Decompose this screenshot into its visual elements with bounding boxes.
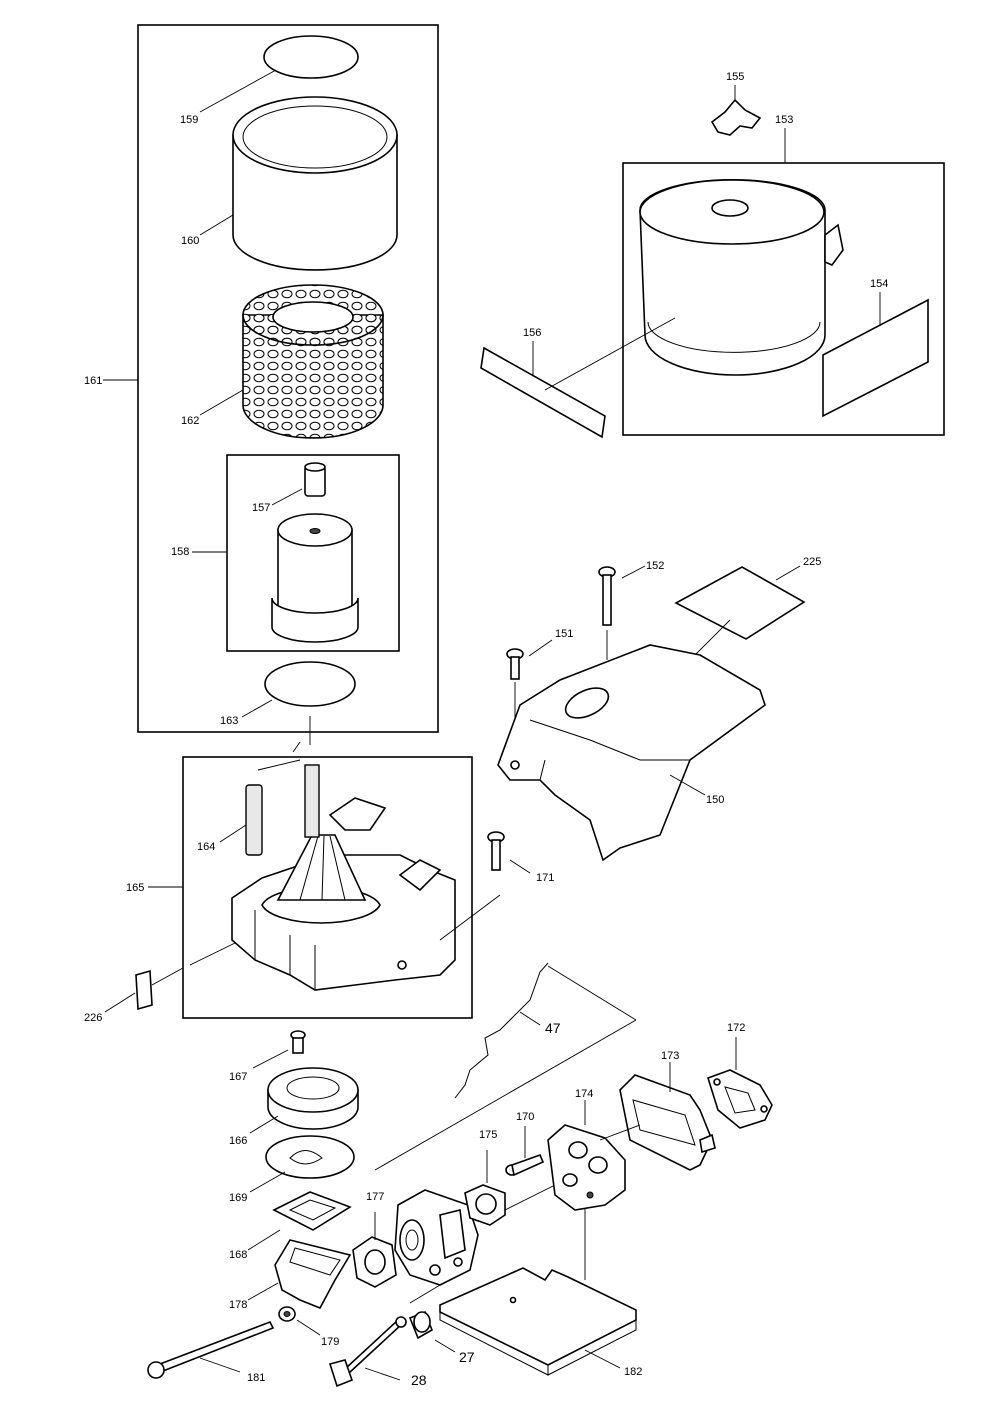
label-166: 166 <box>229 1135 247 1147</box>
label-170: 170 <box>516 1111 534 1123</box>
part-169-plate <box>249 1135 355 1193</box>
filter-assembly-box <box>137 24 439 733</box>
label-163: 163 <box>220 715 238 727</box>
part-167-screw <box>252 1030 306 1069</box>
part-170-screw <box>505 1126 545 1177</box>
part-162-mesh-filter <box>199 284 384 439</box>
label-159: 159 <box>180 114 198 126</box>
part-163-gasket <box>241 661 356 718</box>
part-154-label <box>822 292 929 418</box>
part-178-body <box>247 1239 352 1310</box>
label-165: 165 <box>126 882 144 894</box>
filter-base-box <box>182 756 473 1019</box>
label-182: 182 <box>624 1366 642 1378</box>
label-174: 174 <box>575 1088 593 1100</box>
part-226-label <box>104 967 184 1013</box>
part-47-rod <box>374 962 637 1171</box>
label-177: 177 <box>366 1191 384 1203</box>
label-162: 162 <box>181 415 199 427</box>
label-157: 157 <box>252 502 270 514</box>
label-150: 150 <box>706 794 724 806</box>
label-152: 152 <box>646 560 664 572</box>
label-160: 160 <box>181 235 199 247</box>
label-151: 151 <box>555 628 573 640</box>
label-171: 171 <box>536 872 554 884</box>
label-161: 161 <box>84 375 102 387</box>
part-168-gasket <box>247 1191 352 1251</box>
label-167: 167 <box>229 1071 247 1083</box>
label-179: 179 <box>321 1336 339 1348</box>
label-154: 154 <box>870 278 888 290</box>
part-172-gasket <box>707 1037 773 1129</box>
part-28-rod <box>328 1284 441 1388</box>
carburetor <box>394 1189 479 1286</box>
label-168: 168 <box>229 1249 247 1261</box>
label-47: 47 <box>545 1020 561 1036</box>
part-158-prefilter <box>192 513 359 643</box>
label-226: 226 <box>84 1012 102 1024</box>
label-155: 155 <box>726 71 744 83</box>
part-150-shroud <box>497 644 766 862</box>
label-181: 181 <box>247 1372 265 1384</box>
cover-box <box>622 162 945 436</box>
part-182-plate <box>439 1155 637 1376</box>
part-152-screw <box>598 565 646 660</box>
part-157-nozzle <box>271 462 326 506</box>
part-165-filter-base <box>148 764 501 991</box>
label-153: 153 <box>775 114 793 126</box>
label-173: 173 <box>661 1050 679 1062</box>
part-173-manifold <box>599 1062 716 1171</box>
label-175: 175 <box>479 1129 497 1141</box>
part-27-grommet <box>408 1310 456 1353</box>
label-225: 225 <box>803 556 821 568</box>
part-179-washer <box>278 1306 321 1336</box>
part-160-filter-sleeve <box>199 96 398 271</box>
label-172: 172 <box>727 1022 745 1034</box>
part-155-wing-nut <box>710 85 762 136</box>
part-174-insulator <box>547 1100 626 1211</box>
label-27: 27 <box>459 1349 475 1365</box>
part-156-label <box>480 317 676 439</box>
label-178: 178 <box>229 1299 247 1311</box>
label-164: 164 <box>197 841 215 853</box>
label-156: 156 <box>523 327 541 339</box>
part-171-screw <box>487 831 531 874</box>
part-175-gasket <box>464 1150 556 1226</box>
part-159-gasket <box>199 35 359 113</box>
part-166-ring <box>249 1067 359 1134</box>
part-153-cover <box>639 179 844 376</box>
part-164-stud <box>219 759 301 856</box>
part-177-gasket <box>352 1212 397 1288</box>
label-28: 28 <box>411 1372 427 1388</box>
label-158: 158 <box>171 546 189 558</box>
part-181-bolt <box>147 1320 275 1379</box>
part-151-screw <box>506 639 553 735</box>
prefilter-box <box>226 454 400 652</box>
label-169: 169 <box>229 1192 247 1204</box>
